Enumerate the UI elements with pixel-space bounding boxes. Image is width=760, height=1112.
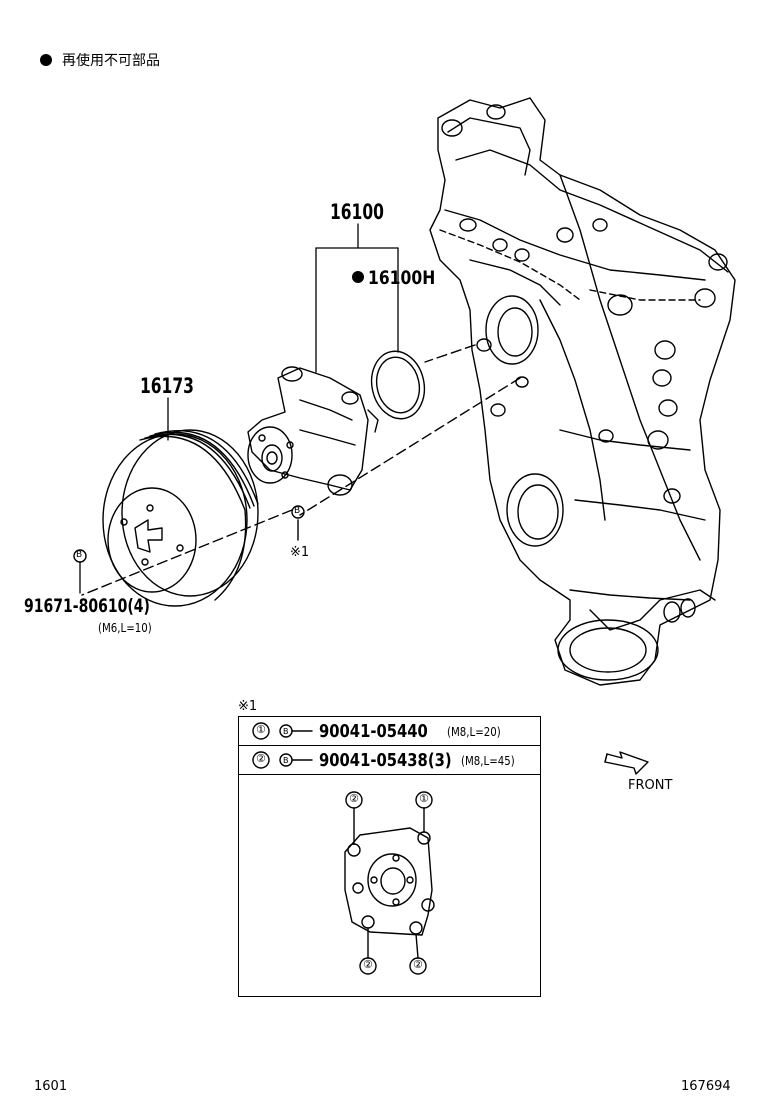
part-number-pulley: 16173 xyxy=(140,374,194,398)
bullet-icon xyxy=(40,54,52,66)
gasket-ring-drawing xyxy=(370,350,426,420)
bolt-table: ① B 90041-05440 (M8,L=20) ② B 90041-0543… xyxy=(238,716,541,997)
timing-cover-drawing xyxy=(429,97,736,686)
row-mark: B xyxy=(283,756,289,765)
inset-callout: ② xyxy=(363,958,373,971)
inset-callout: ② xyxy=(413,958,423,971)
pulley-drawing xyxy=(102,429,259,607)
row-mark: B xyxy=(283,727,289,736)
row-spec: (M8,L=45) xyxy=(461,754,515,768)
table-row: ① B 90041-05440 (M8,L=20) xyxy=(239,717,540,746)
front-label: FRONT xyxy=(628,778,673,793)
front-arrow-icon xyxy=(604,751,649,775)
note-ref-pump: ※1 xyxy=(290,545,310,560)
non-reusable-bullet-icon xyxy=(352,271,364,283)
row-number: ② xyxy=(256,752,266,765)
part-number-water-pump: 16100 xyxy=(330,200,384,224)
legend-text: 再使用不可部品 xyxy=(62,53,160,69)
bolt-part-number: 91671-80610(4) xyxy=(24,595,150,617)
inset-callout: ② xyxy=(349,792,359,805)
leader-lines xyxy=(79,223,399,594)
table-title: ※1 xyxy=(238,699,258,714)
bolt-mark-pulley: B xyxy=(76,550,83,560)
bolt-spec: (M6,L=10) xyxy=(98,621,152,635)
bolt-mark-pump: B xyxy=(294,506,301,516)
gasket-label: 16100H xyxy=(352,269,450,288)
row-number: ① xyxy=(256,723,266,736)
pump-flange-inset xyxy=(344,791,435,975)
row-spec: (M8,L=20) xyxy=(447,725,501,739)
table-row: ② B 90041-05438(3) (M8,L=45) xyxy=(239,746,540,775)
inset-callout: ① xyxy=(419,792,429,805)
footer-figure-number: 167694 xyxy=(681,1079,731,1094)
row-part-code: 90041-05440 xyxy=(319,721,428,742)
water-pump-drawing xyxy=(247,366,379,496)
footer-page-code: 1601 xyxy=(34,1079,68,1094)
part-number-gasket: 16100H xyxy=(368,267,436,289)
legend: 再使用不可部品 xyxy=(40,54,160,68)
row-part-code: 90041-05438(3) xyxy=(319,750,452,771)
